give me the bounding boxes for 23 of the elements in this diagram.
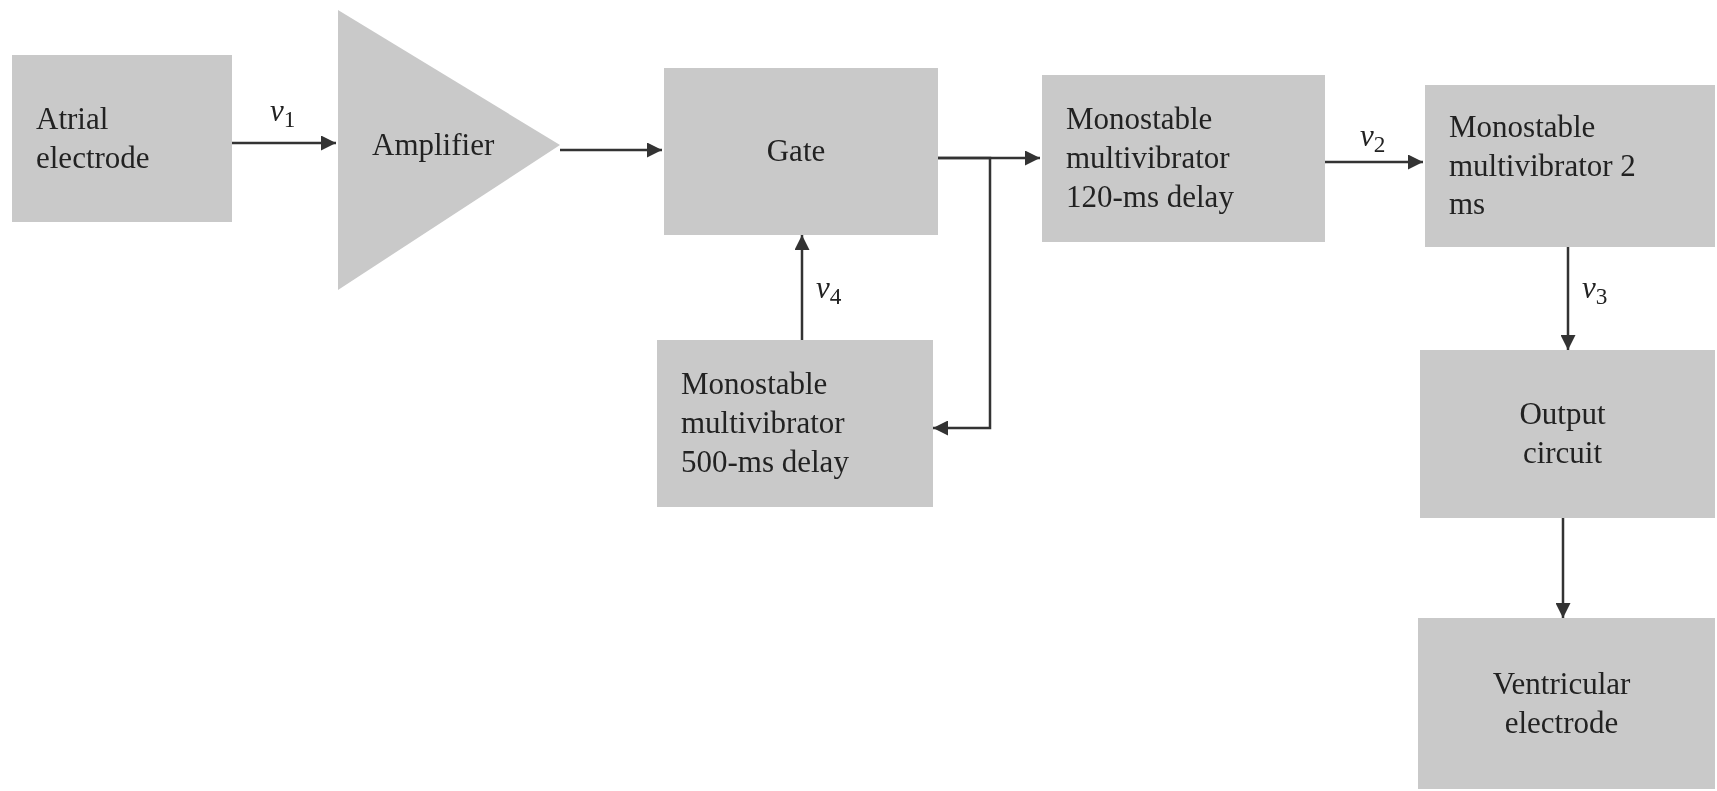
amplifier-triangle xyxy=(338,10,560,290)
block-box xyxy=(1418,618,1715,789)
block-label: Atrial electrode xyxy=(36,99,151,177)
block-box xyxy=(1425,85,1715,247)
block-label: Ventricular electrode xyxy=(1491,664,1632,742)
block-label: Gate xyxy=(766,132,827,171)
block-label: Monostable multivibrator 120-ms delay xyxy=(1066,100,1235,216)
block-box xyxy=(1042,75,1325,242)
arrow xyxy=(1560,247,1576,350)
arrow xyxy=(232,135,336,151)
arrow xyxy=(1325,154,1423,170)
block-box xyxy=(657,340,933,507)
block-label: Monostable multivibrator 500-ms delay xyxy=(681,365,850,481)
arrow xyxy=(560,142,662,158)
block-box xyxy=(664,68,938,235)
block-label: Output circuit xyxy=(1518,395,1607,472)
block-box xyxy=(1420,350,1715,518)
block-label: Amplifier xyxy=(372,125,495,164)
arrow xyxy=(1555,518,1571,618)
arrow xyxy=(794,235,810,340)
block-label: Monostable multivibrator 2 ms xyxy=(1449,107,1637,224)
block-box xyxy=(12,55,232,222)
arrow xyxy=(933,156,992,436)
